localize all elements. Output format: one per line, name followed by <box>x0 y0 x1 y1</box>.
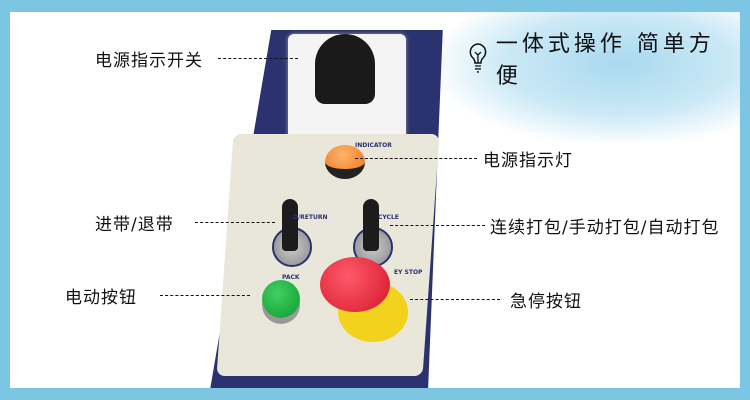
label-electric-button: 电动按钮 <box>65 288 137 308</box>
label-pack-mode: 连续打包/手动打包/自动打包 <box>490 218 720 238</box>
leader-line <box>410 299 500 300</box>
power-indicator-lamp <box>325 145 365 179</box>
feed-return-selector <box>272 199 312 267</box>
leader-line <box>355 158 477 159</box>
label-feed-return: 进带/退带 <box>95 215 174 235</box>
leader-line <box>218 58 298 59</box>
cycle-label: CYCLE <box>378 214 399 221</box>
lightbulb-icon <box>469 43 487 73</box>
label-emergency-stop: 急停按钮 <box>510 292 582 312</box>
label-power-switch: 电源指示开关 <box>95 51 203 71</box>
leader-line <box>195 222 275 223</box>
leader-line <box>390 225 485 226</box>
headline-text: 一体式操作 简单方便 <box>495 32 715 89</box>
headline: 一体式操作 简单方便 <box>468 26 740 90</box>
pack-label: PACK <box>282 274 300 281</box>
leader-line <box>160 295 250 296</box>
sky-background <box>440 12 740 142</box>
return-label: D/RETURN <box>293 214 328 221</box>
estop-label: EY STOP <box>394 269 423 276</box>
emergency-stop-button <box>320 257 390 312</box>
label-power-lamp: 电源指示灯 <box>483 151 573 171</box>
product-image: 一体式操作 简单方便 INDICATOR D/RETURN CYCLE PACK… <box>10 12 740 388</box>
power-switch-knob <box>315 34 375 104</box>
indicator-label: INDICATOR <box>355 142 392 149</box>
green-pack-button <box>262 280 300 318</box>
